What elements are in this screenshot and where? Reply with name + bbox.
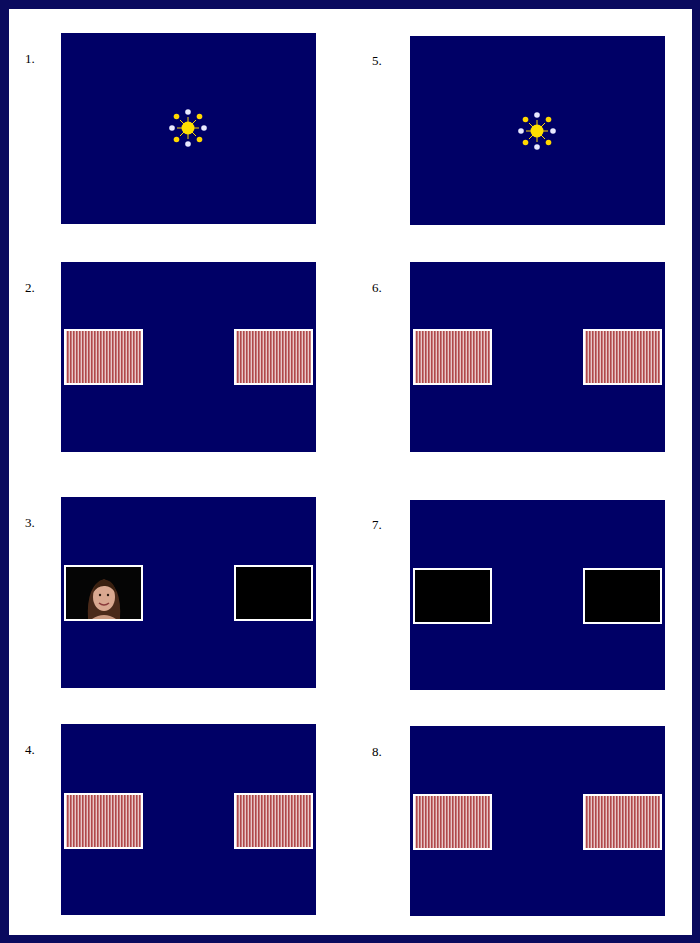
panel-number: 6. (372, 281, 382, 294)
panel-number: 7. (372, 518, 382, 531)
panel-number: 5. (372, 54, 382, 67)
panel-number: 4. (25, 743, 35, 756)
panel-number: 3. (25, 516, 35, 529)
panel-number: 2. (25, 281, 35, 294)
panel-number: 1. (25, 52, 35, 65)
panel-number: 8. (372, 745, 382, 758)
